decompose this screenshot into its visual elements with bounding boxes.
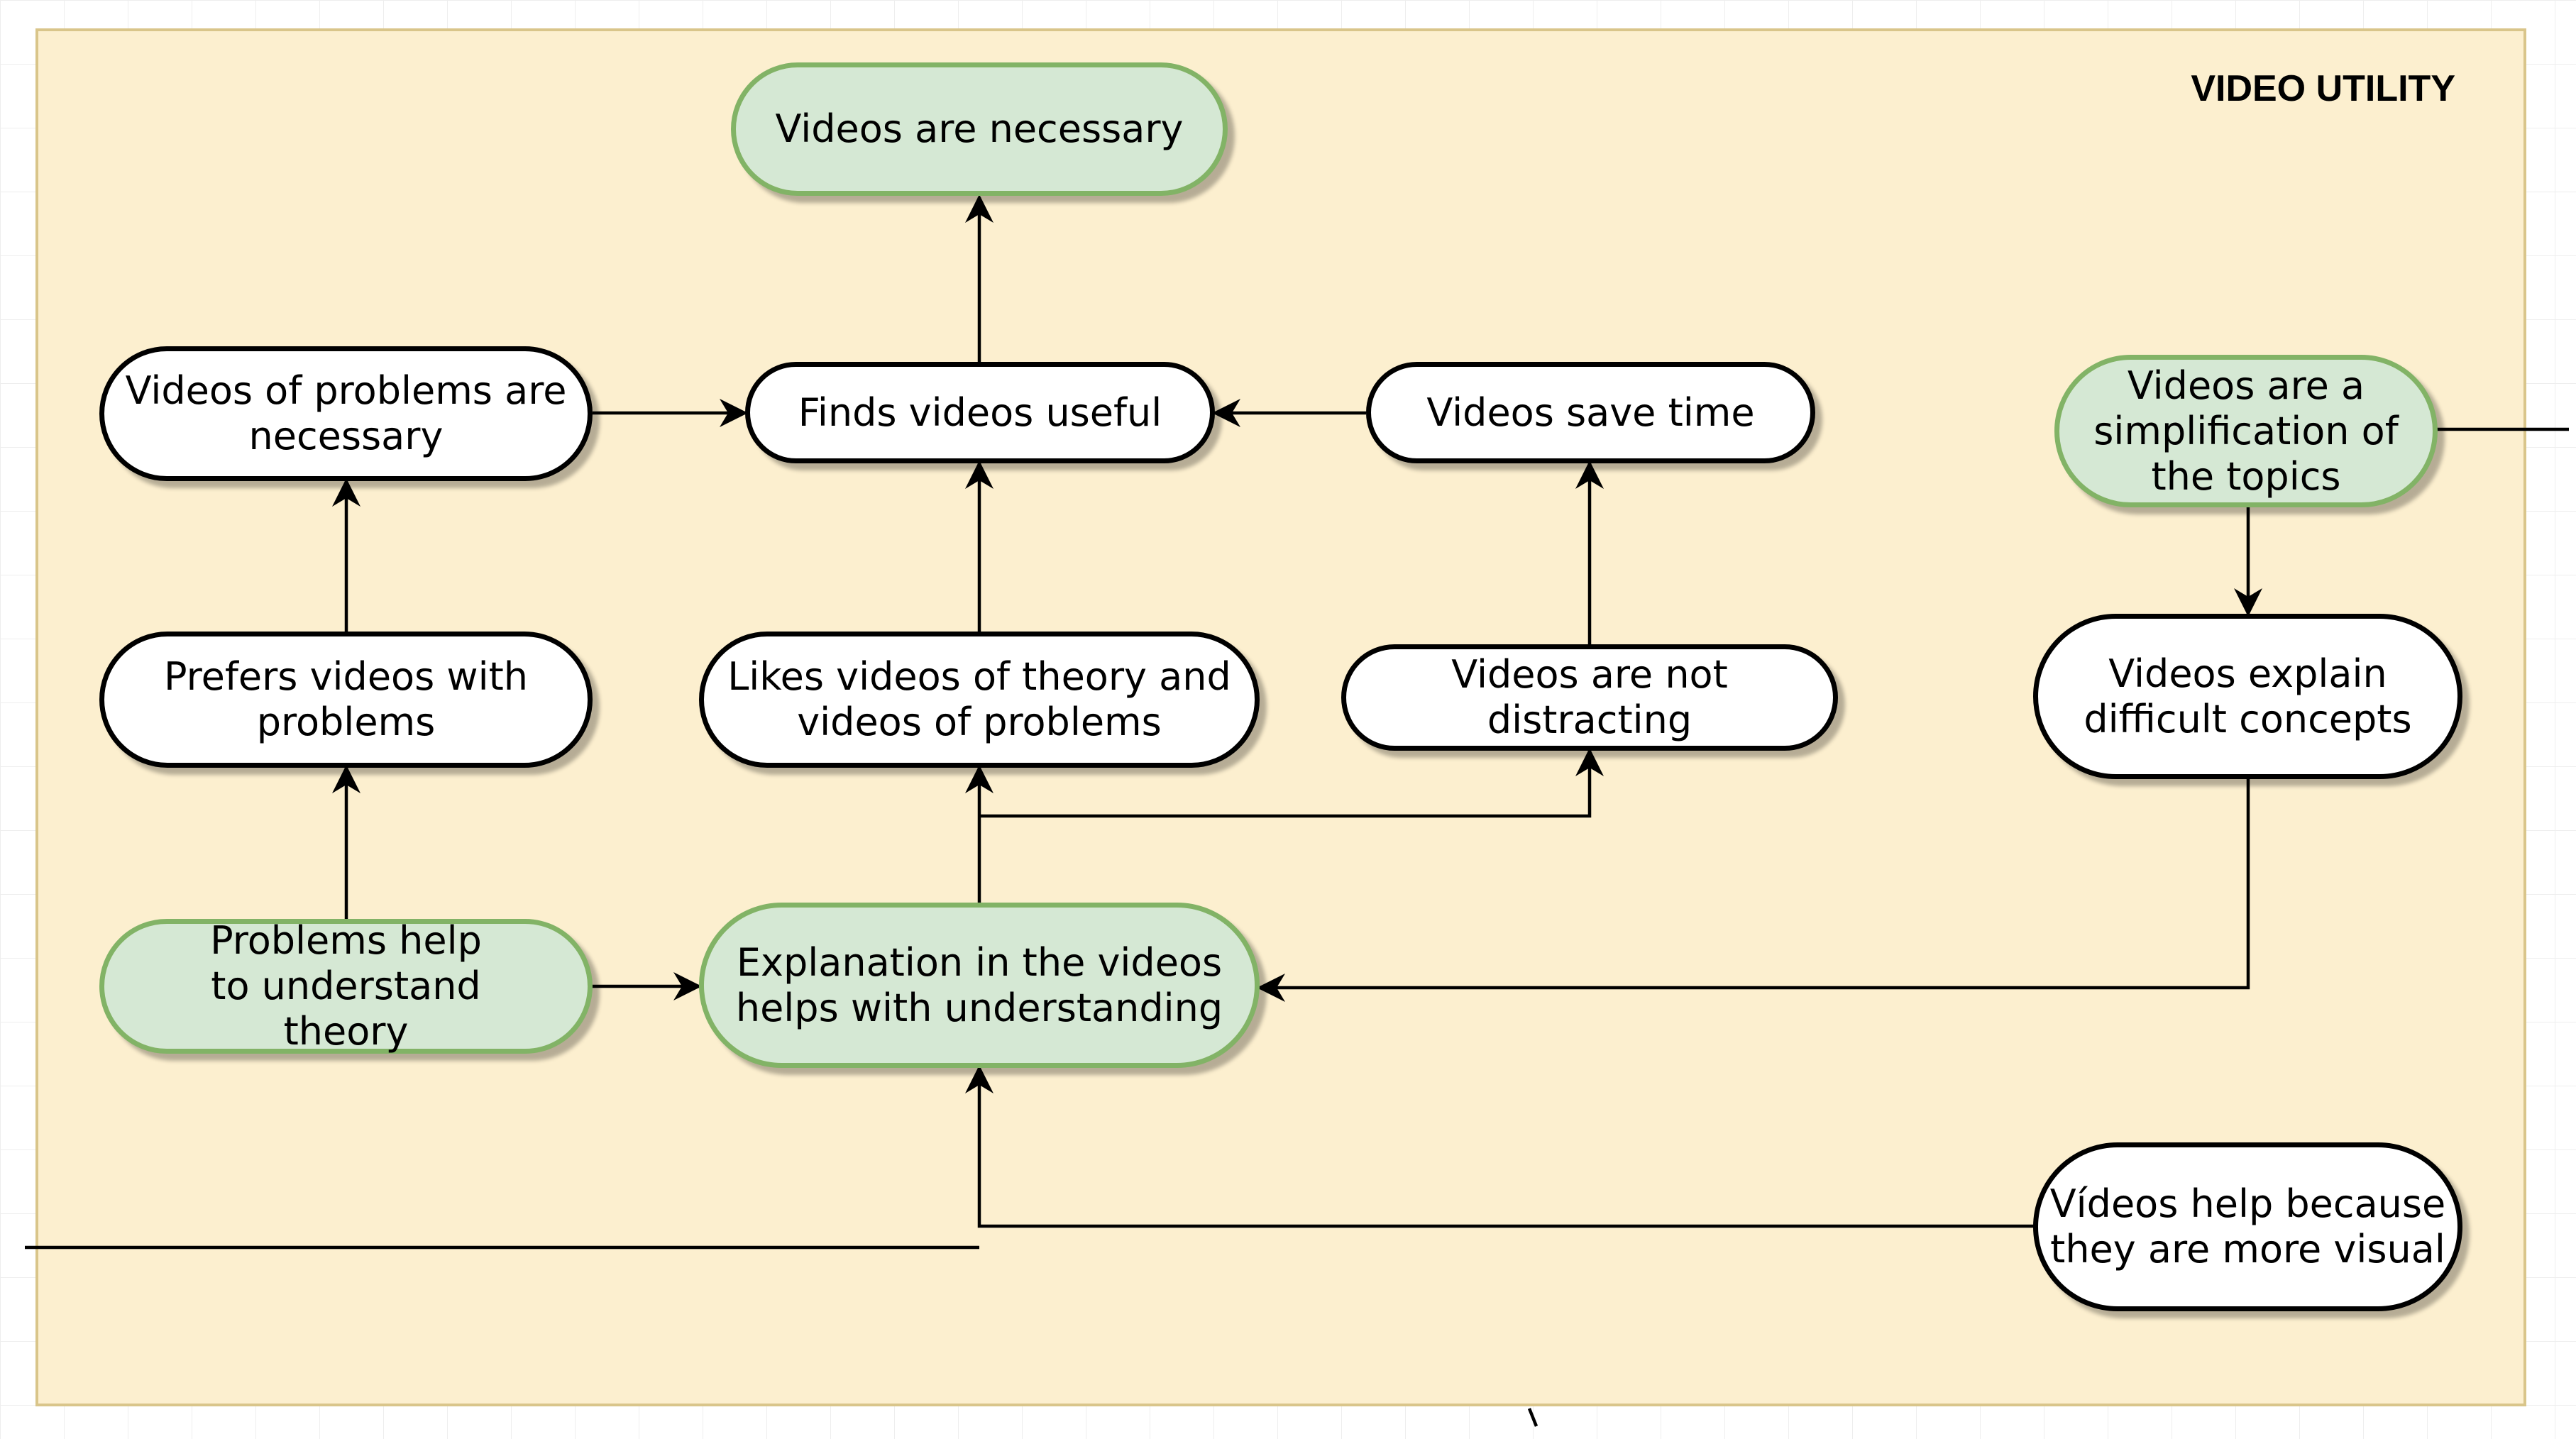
node-videos-necessary[interactable]: Videos are necessary — [731, 62, 1228, 196]
edge-explain-concepts-to-explanation — [1257, 779, 2250, 1002]
node-explanation-helps[interactable]: Explanation in the videos helps with und… — [699, 903, 1260, 1068]
node-more-visual[interactable]: Vídeos help because they are more visual — [2033, 1142, 2462, 1311]
edge-fragment-bottom — [1527, 1408, 1539, 1427]
node-problems-help[interactable]: Problems help to understand theory — [99, 918, 593, 1054]
node-prefers-problems[interactable]: Prefers videos with problems — [99, 632, 593, 768]
edge-more-visual-to-explanation — [965, 1065, 2035, 1228]
node-save-time[interactable]: Videos save time — [1366, 362, 1815, 463]
node-simplification[interactable]: Videos are a simplification of the topic… — [2054, 355, 2438, 507]
node-explain-concepts[interactable]: Videos explain difficult concepts — [2033, 614, 2462, 779]
edge-explanation-to-not-distracting — [979, 748, 1604, 818]
node-finds-useful[interactable]: Finds videos useful — [745, 362, 1215, 463]
node-not-distracting[interactable]: Videos are not distracting — [1341, 644, 1838, 751]
diagram-title: VIDEO UTILITY — [2191, 68, 2455, 109]
node-problems-necessary[interactable]: Videos of problems are necessary — [99, 346, 593, 481]
node-likes-both[interactable]: Likes videos of theory and videos of pro… — [699, 632, 1260, 768]
